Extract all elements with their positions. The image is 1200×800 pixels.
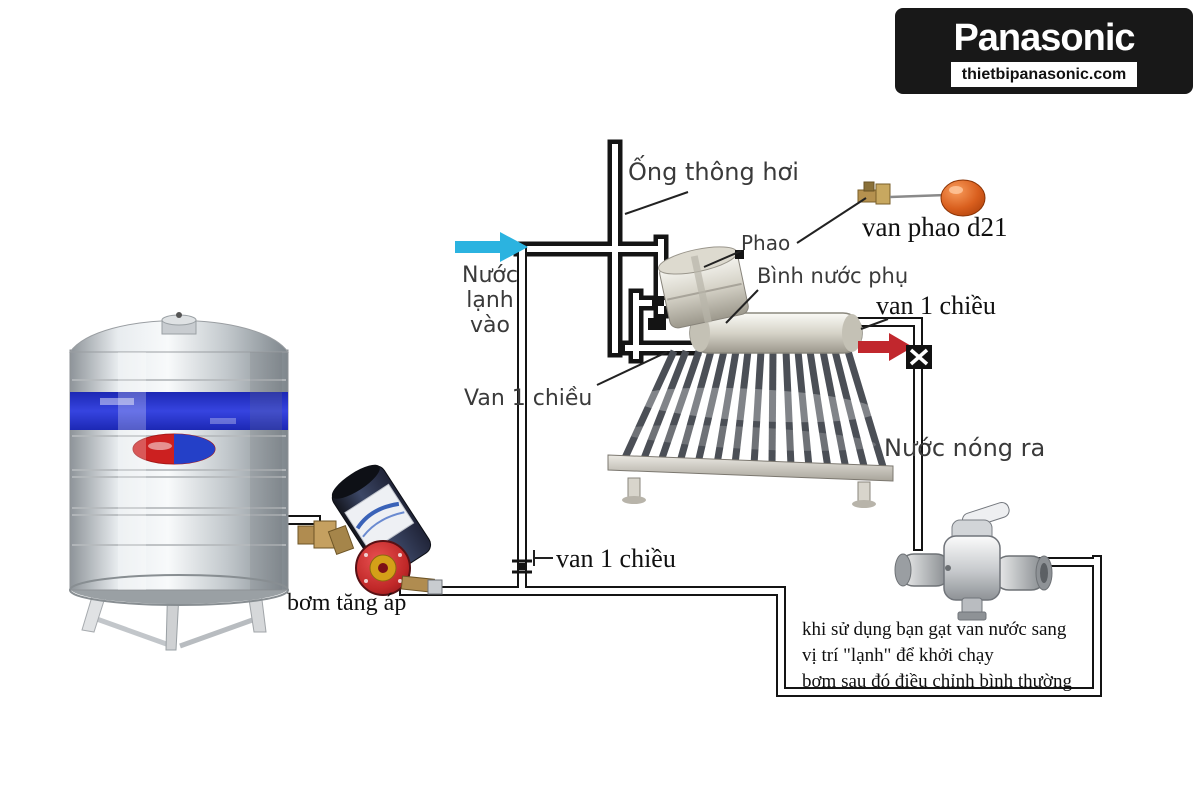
cold-arrow-icon — [455, 232, 528, 262]
cold-check-valve-lower-label: van 1 chiều — [556, 544, 676, 573]
vent-pipe-label: Ống thông hơi — [628, 158, 799, 186]
water-tank-graphic — [69, 312, 289, 651]
aux-tank-label: Bình nước phụ — [757, 264, 909, 288]
brand-website: thietbipanasonic.com — [951, 62, 1137, 87]
vacuum-tubes — [620, 349, 888, 472]
booster-pump-label: bơm tăng áp — [287, 590, 407, 616]
float-label: Phao — [741, 231, 791, 255]
brand-badge: Panasonic thietbipanasonic.com — [895, 8, 1193, 94]
tank-blue-band — [70, 392, 288, 430]
hot-water-out-label: Nước nóng ra — [884, 434, 1046, 462]
cold-water-in-label: Nước lạnh vào — [462, 263, 518, 338]
usage-note-line: khi sử dụng bạn gạt van nước sang — [802, 619, 1067, 640]
shutoff-valve-icon — [906, 345, 932, 369]
cold-check-valve-upper-label: Van 1 chiều — [464, 386, 593, 411]
usage-note-line: vị trí "lạnh" để khởi chạy — [802, 645, 994, 666]
brand-logo: Panasonic — [953, 17, 1135, 59]
heater-rail — [607, 454, 894, 482]
check-valve-icon — [512, 559, 532, 574]
float-ball — [940, 179, 986, 217]
pipe-network — [231, 139, 1102, 697]
solar-heater-graphic — [607, 246, 894, 508]
faucet-graphic — [894, 501, 1053, 621]
hot-check-valve-label: van 1 chiều — [876, 291, 996, 320]
usage-note: khi sử dụng bạn gạt van nước sang vị trí… — [802, 617, 1072, 695]
float-rod — [889, 193, 947, 199]
usage-note-line: bơm sau đó điều chỉnh bình thường — [802, 671, 1072, 692]
aux-tank-graphic — [648, 246, 749, 330]
booster-pump-graphic — [297, 464, 443, 596]
float-valve-label: van phao d21 — [862, 212, 1008, 242]
float-valve-graphic — [857, 179, 986, 217]
hot-arrow-icon — [858, 333, 913, 361]
leader-lines — [533, 191, 889, 566]
